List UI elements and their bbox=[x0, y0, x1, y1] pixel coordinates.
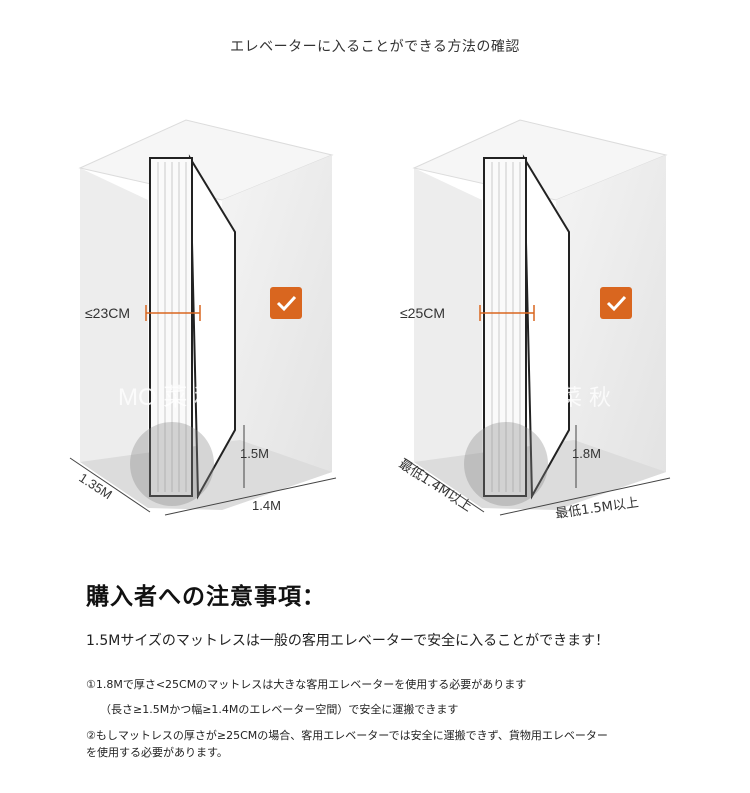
left-mattress-edge bbox=[149, 157, 193, 497]
right-mattress-face bbox=[522, 154, 570, 500]
left-watermark: MO 菜 秋 bbox=[118, 384, 218, 411]
left-elevator-diagram: ≤23CM 1.5M 1.4M 1.35M MO 菜 秋 bbox=[69, 119, 337, 516]
notice-note-1: ①1.8Mで厚さ<25CMのマットレスは大きな客用エレベーターを使用する必要があ… bbox=[86, 678, 527, 691]
notice-heading: 購入者への注意事項： bbox=[86, 584, 326, 610]
right-box-side bbox=[414, 168, 482, 508]
right-thickness-label: ≤25CM bbox=[400, 305, 445, 321]
notice-note-3: ②もしマットレスの厚さが≥25CMの場合、客用エレベーターでは安全に運搬できず、… bbox=[86, 729, 608, 759]
notice-note-2: （長さ≥1.5Mかつ幅≥1.4Mのエレベーター空間）で安全に運搬できます bbox=[100, 703, 459, 716]
right-height-label: 1.8M bbox=[572, 446, 601, 461]
left-thickness-label: ≤23CM bbox=[85, 305, 130, 321]
right-mattress-edge bbox=[483, 157, 527, 497]
right-elevator-diagram: ≤25CM 1.8M 最低1.5M以上 最低1.4M以上 菜 秋 bbox=[396, 119, 671, 522]
right-check-badge-icon bbox=[600, 287, 632, 319]
elevator-diagrams: ≤23CM 1.5M 1.4M 1.35M MO 菜 秋 ≤25CM bbox=[69, 119, 671, 522]
left-check-badge-icon bbox=[270, 287, 302, 319]
left-box-side bbox=[80, 168, 148, 508]
notice-lead: 1.5Mサイズのマットレスは一般の客用エレベーターで安全に入ることができます！ bbox=[86, 633, 610, 649]
left-height-label: 1.5M bbox=[240, 446, 269, 461]
right-watermark: 菜 秋 bbox=[560, 386, 611, 411]
left-width-label: 1.4M bbox=[252, 498, 281, 513]
right-zoom-circle bbox=[464, 422, 548, 506]
page-title: エレベーターに入ることができる方法の確認 bbox=[230, 39, 520, 55]
left-box-back bbox=[222, 155, 332, 510]
right-box-back bbox=[556, 155, 666, 510]
left-zoom-circle bbox=[130, 422, 214, 506]
left-mattress-face bbox=[188, 154, 236, 500]
